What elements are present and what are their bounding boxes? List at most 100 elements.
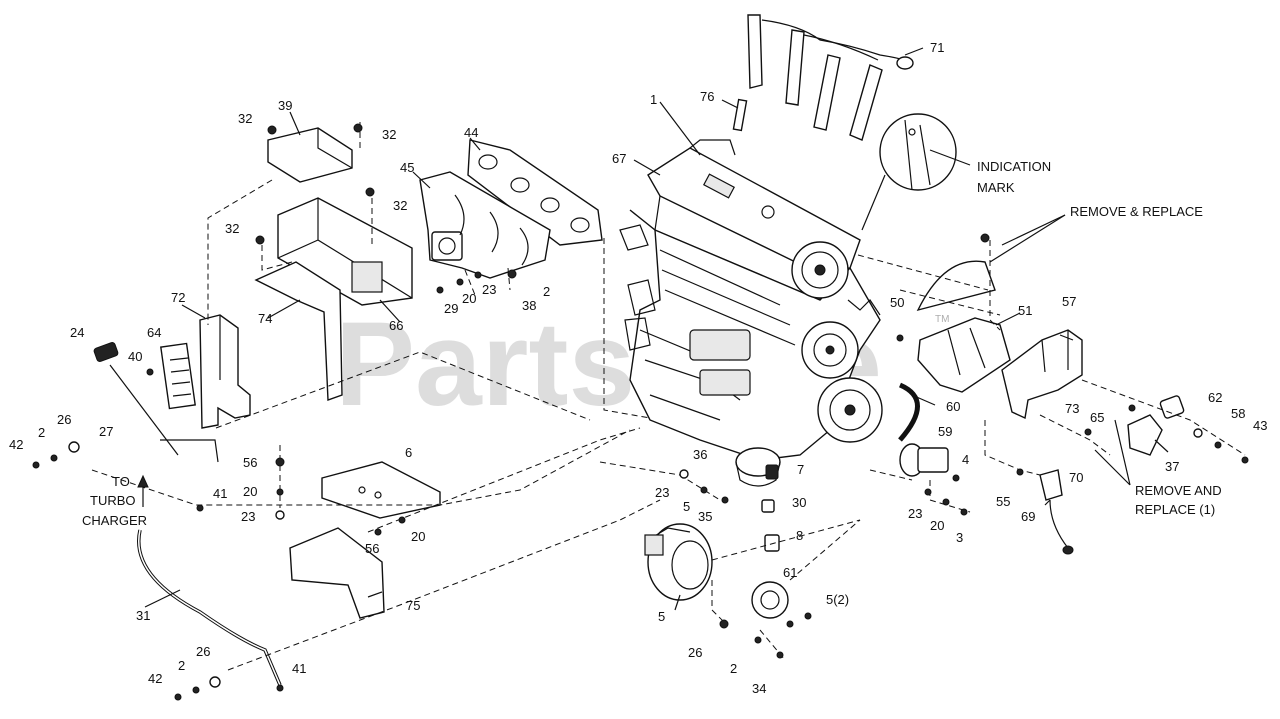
note-remove-and-replace-line2: REPLACE (1): [1135, 502, 1215, 517]
callout-8[interactable]: 8: [796, 528, 803, 543]
exhaust-manifold[interactable]: [419, 171, 551, 279]
sensor-37[interactable]: [1127, 395, 1185, 456]
callout-29[interactable]: 29: [444, 301, 458, 316]
callout-75[interactable]: 75: [406, 598, 420, 613]
callout-5[interactable]: 5: [658, 609, 665, 624]
callout-56[interactable]: 56: [365, 541, 379, 556]
callout-23[interactable]: 23: [655, 485, 669, 500]
heat-shield-lower[interactable]: [277, 197, 413, 306]
note-remove-replace: REMOVE & REPLACE: [1070, 204, 1203, 219]
callout-43[interactable]: 43: [1253, 418, 1267, 433]
thermostat-housing[interactable]: [899, 443, 949, 477]
callout-71[interactable]: 71: [930, 40, 944, 55]
callout-5[interactable]: 5: [683, 499, 690, 514]
callout-37[interactable]: 37: [1165, 459, 1179, 474]
leader-lines: [137, 47, 1169, 611]
callout-3[interactable]: 3: [956, 530, 963, 545]
callout-70[interactable]: 70: [1069, 470, 1083, 485]
callout-64[interactable]: 64: [147, 325, 161, 340]
callout-2[interactable]: 2: [730, 661, 737, 676]
sensors[interactable]: [761, 464, 780, 552]
callout-62[interactable]: 62: [1208, 390, 1222, 405]
callout-26[interactable]: 26: [196, 644, 210, 659]
spark-plug-wires[interactable]: [747, 14, 914, 141]
callout-34[interactable]: 34: [752, 681, 766, 696]
callout-41[interactable]: 41: [292, 661, 306, 676]
belt-guard[interactable]: [898, 382, 920, 442]
callout-27[interactable]: 27: [99, 424, 113, 439]
note-to-turbo-line1: TO: [112, 474, 130, 489]
callout-74[interactable]: 74: [258, 311, 272, 326]
callout-50[interactable]: 50: [890, 295, 904, 310]
bracket-72[interactable]: [199, 314, 251, 429]
callout-2[interactable]: 2: [38, 425, 45, 440]
callout-51[interactable]: 51: [1018, 303, 1032, 318]
dipstick-tube[interactable]: [137, 529, 282, 686]
callout-66[interactable]: 66: [389, 318, 403, 333]
callout-42[interactable]: 42: [9, 437, 23, 452]
callout-61[interactable]: 61: [783, 565, 797, 580]
callout-6[interactable]: 6: [405, 445, 412, 460]
alternator[interactable]: [644, 523, 713, 601]
callout-72[interactable]: 72: [171, 290, 185, 305]
bracket-6[interactable]: [321, 461, 441, 519]
callout-5-2[interactable]: 5(2): [826, 592, 849, 607]
callout-4[interactable]: 4: [962, 452, 969, 467]
spark-plug[interactable]: [732, 98, 748, 132]
callout-26[interactable]: 26: [688, 645, 702, 660]
callout-20[interactable]: 20: [930, 518, 944, 533]
callout-32[interactable]: 32: [225, 221, 239, 236]
mount-bracket[interactable]: [1001, 329, 1083, 420]
callout-42[interactable]: 42: [148, 671, 162, 686]
callout-7[interactable]: 7: [797, 462, 804, 477]
callout-32[interactable]: 32: [393, 198, 407, 213]
callout-57[interactable]: 57: [1062, 294, 1076, 309]
callout-26[interactable]: 26: [57, 412, 71, 427]
callout-20[interactable]: 20: [243, 484, 257, 499]
callout-30[interactable]: 30: [792, 495, 806, 510]
callout-45[interactable]: 45: [400, 160, 414, 175]
engine-block[interactable]: [619, 139, 883, 487]
callout-38[interactable]: 38: [522, 298, 536, 313]
callout-24[interactable]: 24: [70, 325, 84, 340]
callout-23[interactable]: 23: [482, 282, 496, 297]
callout-56[interactable]: 56: [243, 455, 257, 470]
callout-36[interactable]: 36: [693, 447, 707, 462]
sensor-69[interactable]: [1039, 469, 1074, 555]
callout-60[interactable]: 60: [946, 399, 960, 414]
callout-76[interactable]: 76: [700, 89, 714, 104]
callout-32[interactable]: 32: [238, 111, 252, 126]
callout-1[interactable]: 1: [650, 92, 657, 107]
callout-20[interactable]: 20: [462, 291, 476, 306]
callout-23[interactable]: 23: [241, 509, 255, 524]
callout-65[interactable]: 65: [1090, 410, 1104, 425]
bracket-74[interactable]: [254, 261, 343, 401]
callout-32[interactable]: 32: [382, 127, 396, 142]
callout-58[interactable]: 58: [1231, 406, 1245, 421]
callout-2[interactable]: 2: [543, 284, 550, 299]
callout-35[interactable]: 35: [698, 509, 712, 524]
alternator-pulley[interactable]: [751, 581, 789, 619]
callout-44[interactable]: 44: [464, 125, 478, 140]
label-64[interactable]: [160, 342, 196, 410]
dipstick[interactable]: [93, 342, 219, 463]
callout-55[interactable]: 55: [996, 494, 1010, 509]
callout-39[interactable]: 39: [278, 98, 292, 113]
note-indication-mark-line1: INDICATION: [977, 159, 1051, 174]
callout-41[interactable]: 41: [213, 486, 227, 501]
timing-cover[interactable]: [916, 260, 1011, 393]
callout-23[interactable]: 23: [908, 506, 922, 521]
manifold-gasket[interactable]: [467, 139, 603, 246]
callout-2[interactable]: 2: [178, 658, 185, 673]
callout-67[interactable]: 67: [612, 151, 626, 166]
assembly-lines: [91, 122, 1246, 671]
callout-20[interactable]: 20: [411, 529, 425, 544]
callout-69[interactable]: 69: [1021, 509, 1035, 524]
heat-shield-upper[interactable]: [267, 127, 353, 183]
callout-59[interactable]: 59: [938, 424, 952, 439]
callout-31[interactable]: 31: [136, 608, 150, 623]
bracket-75[interactable]: [289, 527, 385, 619]
callout-40[interactable]: 40: [128, 349, 142, 364]
callout-73[interactable]: 73: [1065, 401, 1079, 416]
note-to-turbo-line3: CHARGER: [82, 513, 147, 528]
